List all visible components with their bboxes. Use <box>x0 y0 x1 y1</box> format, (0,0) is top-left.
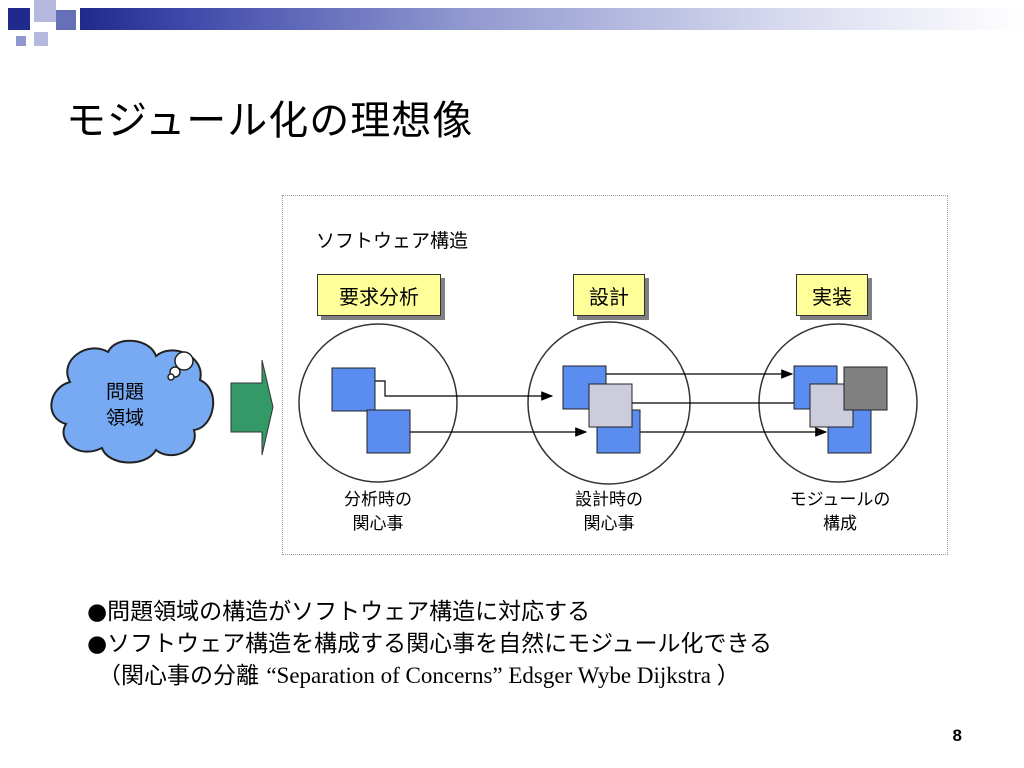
software-architecture-label: ソフトウェア構造 <box>316 230 469 252</box>
cloud-bubble-small <box>167 373 175 381</box>
problem-domain-line2: 領域 <box>105 407 144 429</box>
design-concerns-caption: 設計時の 関心事 <box>549 488 669 536</box>
module-structure-caption: モジュールの 構成 <box>770 488 910 536</box>
connector-analysis-to-design-1 <box>354 380 554 401</box>
cloud-bubble-large <box>174 351 194 371</box>
title-bar-decoration <box>0 0 1024 46</box>
phase-design: 設計 <box>573 274 645 316</box>
caption-line: 構成 <box>823 514 857 534</box>
analysis-concern-b <box>366 409 411 454</box>
caption-line: モジュールの <box>789 490 891 510</box>
phase-requirements-analysis: 要求分析 <box>317 274 441 316</box>
software-architecture-frame <box>282 195 948 555</box>
analysis-concerns-caption: 分析時の 関心事 <box>318 488 438 536</box>
soc-quote: “Separation of Concerns” Edsger Wybe Dij… <box>266 663 740 688</box>
bullet-natural-modularization: ●ソフトウェア構造を構成する関心事を自然にモジュール化できる <box>87 631 772 657</box>
caption-line: 分析時の <box>344 490 412 510</box>
caption-line: 設計時の <box>575 490 643 510</box>
bullet-domain-correspondence: ●問題領域の構造がソフトウェア構造に対応する <box>87 599 591 625</box>
soc-prefix: （関心事の分離 <box>98 663 267 689</box>
page-number: 8 <box>952 726 962 745</box>
module-d <box>843 366 888 411</box>
analysis-concern-a <box>331 367 376 412</box>
design-concern-c <box>588 383 633 428</box>
phase-implementation: 実装 <box>796 274 868 316</box>
analysis-concerns-circle <box>298 323 458 483</box>
problem-domain-cloud <box>50 339 215 464</box>
bullet-separation-of-concerns: （関心事の分離 “Separation of Concerns” Edsger … <box>98 656 740 690</box>
caption-line: 関心事 <box>352 514 404 534</box>
caption-line: 関心事 <box>583 514 635 534</box>
problem-domain-label: 問題 領域 <box>100 379 150 431</box>
page-title: モジュール化の理想像 <box>66 98 474 144</box>
mapping-arrow <box>230 359 274 456</box>
problem-domain-line1: 問題 <box>105 381 144 403</box>
